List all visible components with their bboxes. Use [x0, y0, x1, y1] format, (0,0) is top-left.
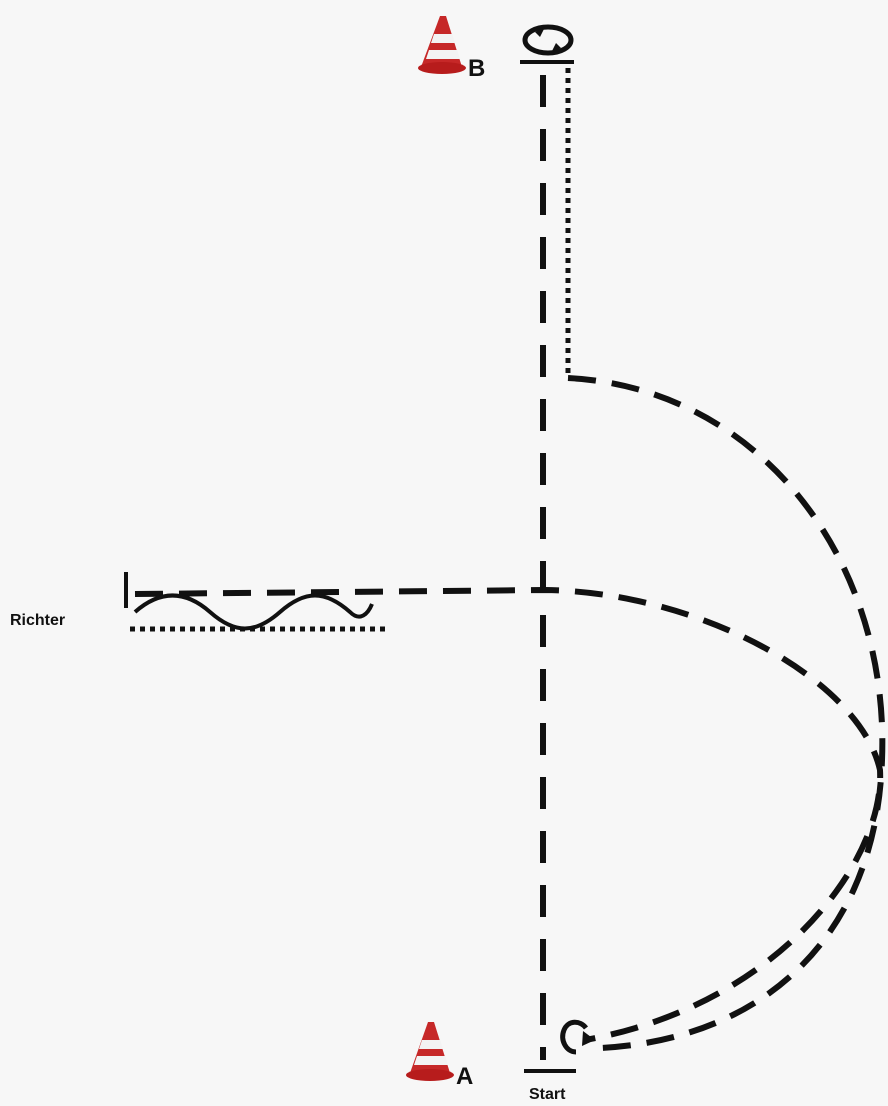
richter-line: [135, 590, 880, 1040]
cone-a-icon: [406, 1022, 454, 1081]
start-label: Start: [529, 1086, 566, 1103]
wavy-line: [135, 596, 372, 629]
richter-label: Richter: [10, 612, 65, 629]
outer-arc: [568, 378, 882, 1048]
cone-a-label: A: [456, 1063, 473, 1090]
turn-around-icon: [520, 27, 574, 62]
half-turn-icon: [563, 1022, 595, 1052]
cone-b-label: B: [468, 55, 485, 82]
cone-b-icon: [418, 16, 466, 74]
